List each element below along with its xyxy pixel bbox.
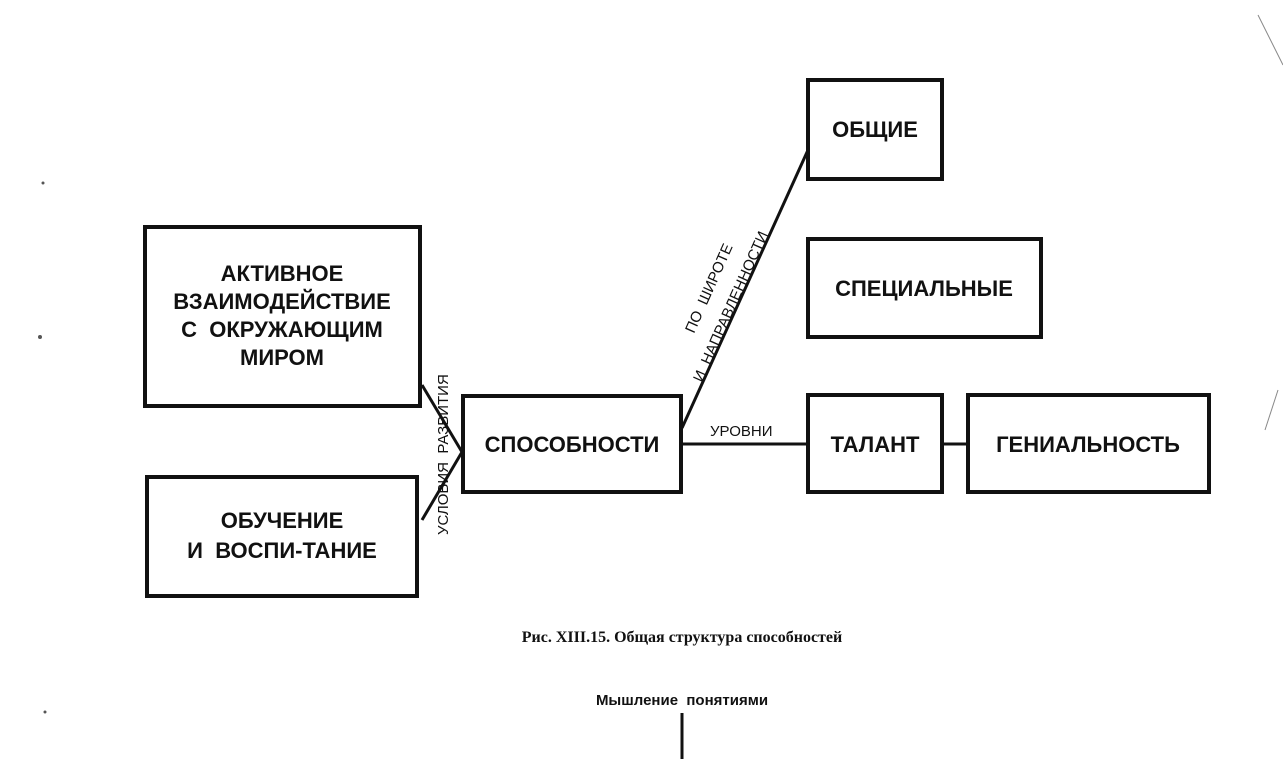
connector-learning-to-abilities — [420, 451, 464, 521]
box-active-interaction-line-1: АКТИВНОЕ — [221, 261, 344, 286]
box-general: ОБЩИЕ — [806, 78, 944, 181]
box-genius-label: ГЕНИАЛЬНОСТЬ — [996, 432, 1180, 457]
box-talent: ТАЛАНТ — [806, 393, 944, 494]
box-talent-label: ТАЛАНТ — [831, 432, 920, 457]
box-active-interaction-line-4: МИРОМ — [240, 345, 324, 370]
scan-speck — [38, 335, 42, 339]
figure-caption: Рис. XIII.15. Общая структура способност… — [522, 629, 842, 646]
connector-abilities-to-general — [680, 149, 810, 429]
box-abilities: СПОСОБНОСТИ — [461, 394, 683, 494]
box-learning: ОБУЧЕНИЕ И ВОСПИ-ТАНИЕ — [145, 475, 419, 598]
box-general-label: ОБЩИЕ — [832, 117, 918, 142]
box-learning-line-2: И ВОСПИ-ТАНИЕ — [187, 538, 377, 563]
edge-label-development-conditions: УСЛОВИЯ РАЗВИТИЯ — [435, 374, 452, 535]
box-active-interaction-line-2: ВЗАИМОДЕЙСТВИЕ — [173, 289, 391, 314]
connector-active-to-abilities — [420, 384, 464, 453]
scan-mark — [1257, 14, 1283, 66]
box-special-label: СПЕЦИАЛЬНЫЕ — [835, 276, 1013, 301]
box-abilities-label: СПОСОБНОСТИ — [485, 432, 660, 457]
edge-label-levels: УРОВНИ — [710, 423, 773, 440]
next-section-heading: Мышление понятиями — [596, 692, 768, 709]
box-active-interaction-line-3: С ОКРУЖАЮЩИМ — [181, 317, 383, 342]
box-special: СПЕЦИАЛЬНЫЕ — [806, 237, 1043, 339]
scan-speck — [41, 181, 45, 185]
box-genius: ГЕНИАЛЬНОСТЬ — [966, 393, 1211, 494]
box-active-interaction: АКТИВНОЕ ВЗАИМОДЕЙСТВИЕ С ОКРУЖАЮЩИМ МИР… — [143, 225, 422, 408]
scan-speck — [43, 710, 47, 714]
box-learning-line-1: ОБУЧЕНИЕ — [221, 508, 344, 533]
scan-mark — [1264, 389, 1279, 431]
